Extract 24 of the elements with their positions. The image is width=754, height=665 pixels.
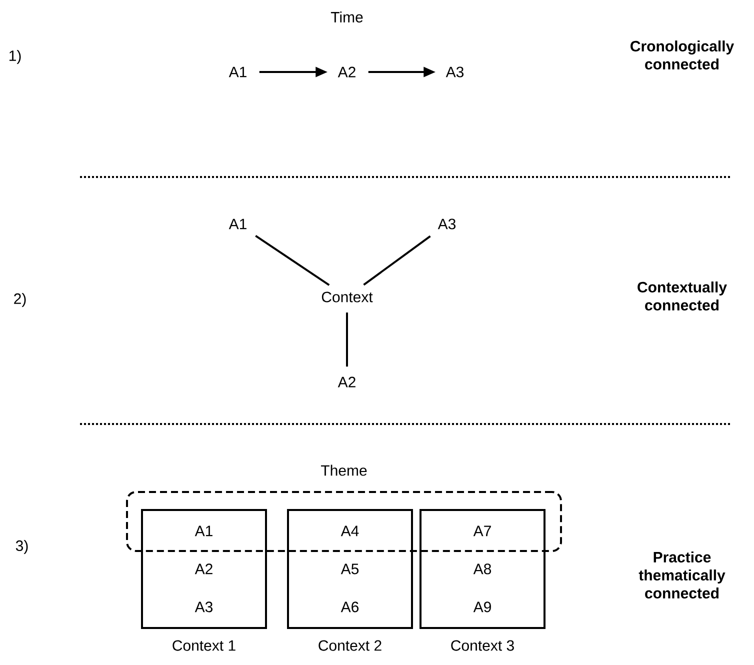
section-heading: Cronologically connected: [630, 40, 734, 70]
connector-line: [255, 234, 330, 286]
section-label: 2): [14, 293, 26, 307]
node-label: A1: [228, 66, 246, 78]
section-heading: Contextually connected: [638, 282, 727, 310]
context-box: A4 A5 A6 Context 2: [287, 509, 413, 651]
node-label: A1: [228, 218, 246, 230]
node-label: Context: [322, 292, 373, 302]
context-box: A1 A2 A3 Context 1: [141, 509, 267, 651]
node-label: Theme: [320, 464, 367, 476]
node-label: Context 3: [451, 640, 514, 651]
context-box: A7 A8 A9 Context 3: [420, 509, 546, 651]
section-label: Time: [330, 12, 363, 22]
section-label: 1): [9, 50, 21, 64]
node-label: Context 1: [172, 640, 236, 651]
node-label: A3: [446, 66, 464, 78]
node-label: A2: [338, 376, 356, 388]
section-heading: Practice thematically connected: [638, 552, 726, 598]
connector-line: [363, 235, 431, 286]
node-label: Context 2: [318, 640, 382, 651]
section-label: 3): [16, 540, 28, 554]
node-label: A3: [438, 218, 456, 230]
node-label: A2: [338, 66, 356, 78]
connector-line: [346, 312, 348, 367]
